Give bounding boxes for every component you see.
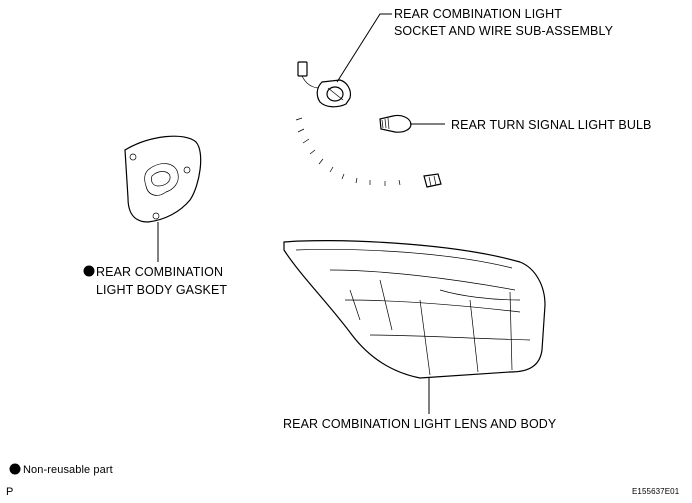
gasket-label-line2: LIGHT BODY GASKET [96, 283, 227, 297]
footer-mark: P [6, 486, 13, 498]
non-reusable-bullet-icon [83, 265, 95, 277]
lens-and-body [283, 240, 546, 379]
leader-lines [157, 13, 445, 414]
gasket-label-line1: REAR COMBINATION [96, 265, 223, 279]
socket-label-line2: SOCKET AND WIRE SUB-ASSEMBLY [394, 24, 614, 38]
turn-signal-bulb [379, 114, 412, 133]
socket-wire-assembly [293, 61, 442, 188]
lens-label: REAR COMBINATION LIGHT LENS AND BODY [283, 417, 557, 431]
bulb-label: REAR TURN SIGNAL LIGHT BULB [451, 118, 651, 132]
body-gasket [124, 135, 202, 223]
legend-bullet-icon [9, 463, 21, 475]
socket-label-line1: REAR COMBINATION LIGHT [394, 7, 562, 21]
figure-id: E155637E01 [632, 487, 680, 496]
legend-text: Non-reusable part [23, 464, 113, 476]
